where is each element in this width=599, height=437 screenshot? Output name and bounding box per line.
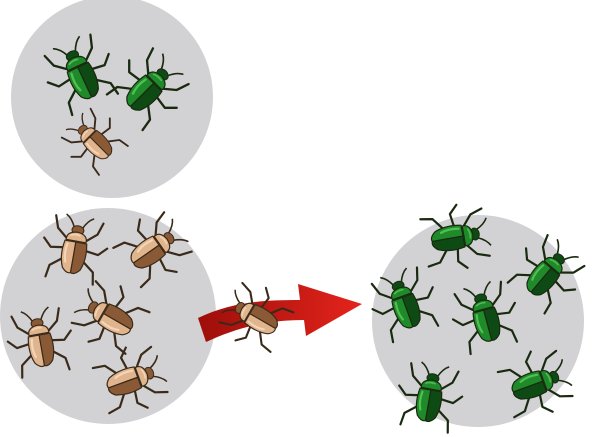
dish-original-population [11, 0, 213, 198]
